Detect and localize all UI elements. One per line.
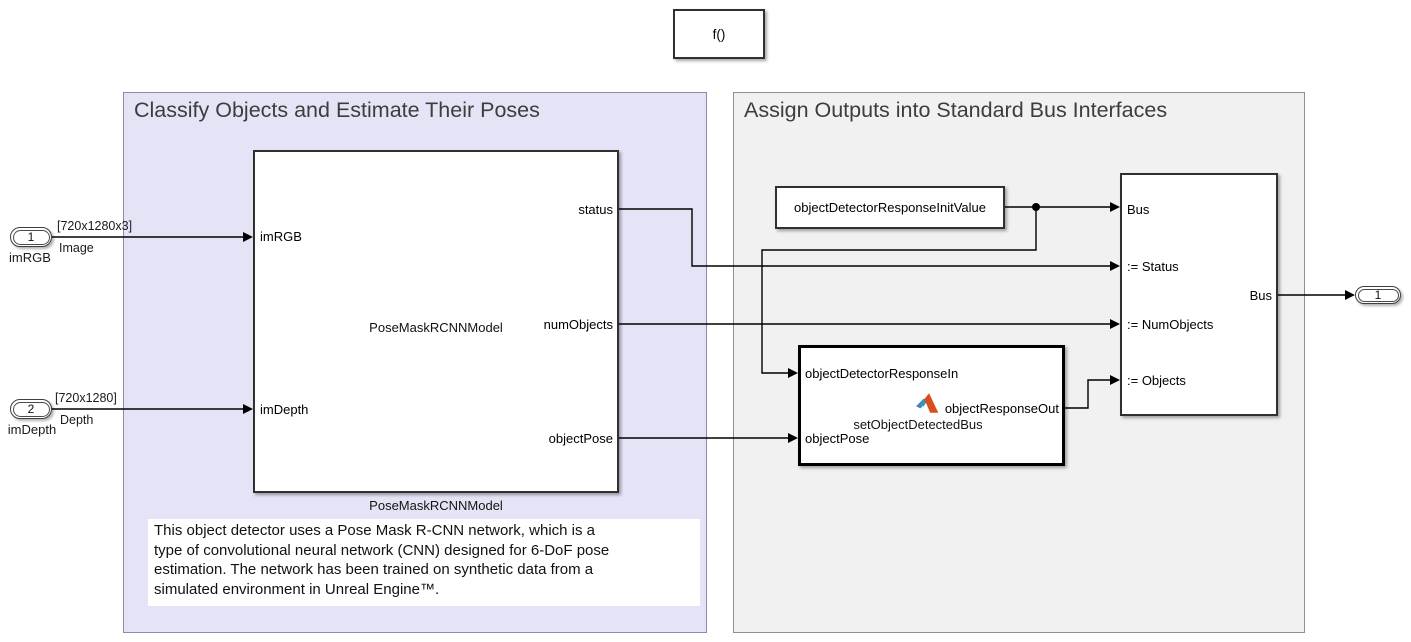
- outport-bus-number: 1: [1357, 288, 1399, 302]
- area-classify-title: Classify Objects and Estimate Their Pose…: [134, 98, 540, 122]
- bus-port-bus-out: Bus: [1249, 288, 1272, 303]
- pose-port-numObjects: numObjects: [543, 317, 613, 332]
- fcn-port-objectPose: objectPose: [805, 431, 870, 446]
- inport-imRGB-name: imRGB: [9, 250, 51, 265]
- signal-name-depth: Depth: [60, 413, 94, 427]
- branch-point[interactable]: [1032, 203, 1040, 211]
- pose-port-imDepth: imDepth: [260, 402, 309, 417]
- annotation-line: estimation. The network has been trained…: [154, 561, 594, 578]
- inport-imDepth-number: 2: [12, 401, 50, 417]
- bus-port-objects: := Objects: [1127, 373, 1186, 388]
- bus-port-status: := Status: [1127, 259, 1179, 274]
- function-caller-block[interactable]: f(): [673, 9, 765, 59]
- outport-bus[interactable]: 1: [1355, 286, 1401, 304]
- inport-imRGB[interactable]: 1: [10, 227, 52, 247]
- fcn-block-name: setObjectDetectedBus: [853, 417, 983, 432]
- inport-imRGB-number: 1: [12, 229, 50, 245]
- bus-port-bus-in: Bus: [1127, 202, 1150, 217]
- signal-dims-image: [720x1280x3]: [57, 219, 133, 233]
- signal-name-image: Image: [59, 241, 94, 255]
- area-assign-title: Assign Outputs into Standard Bus Interfa…: [744, 98, 1168, 122]
- function-caller-label: f(): [712, 26, 726, 42]
- bus-assignment-block[interactable]: [1120, 173, 1278, 416]
- pose-port-objectPose: objectPose: [548, 431, 613, 446]
- fcn-port-objectDetectorResponseIn: objectDetectorResponseIn: [805, 366, 959, 381]
- annotation-pose-mask-note[interactable]: This object detector uses a Pose Mask R-…: [148, 519, 700, 606]
- fcn-port-objectResponseOut: objectResponseOut: [944, 401, 1059, 416]
- pose-port-status: status: [578, 202, 613, 217]
- inport-imDepth-name: imDepth: [7, 422, 57, 437]
- annotation-line: This object detector uses a Pose Mask R-…: [154, 522, 595, 539]
- pose-block-name: PoseMaskRCNNModel: [369, 498, 503, 513]
- matlab-logo-icon: [916, 393, 939, 413]
- pose-port-imRGB: imRGB: [260, 229, 302, 244]
- signal-dims-depth: [720x1280]: [55, 391, 117, 405]
- pose-block-center-label: PoseMaskRCNNModel: [369, 320, 503, 335]
- init-value-block[interactable]: objectDetectorResponseInitValue: [775, 186, 1005, 229]
- init-value-label: objectDetectorResponseInitValue: [794, 200, 986, 215]
- pose-mask-rcnn-block[interactable]: PoseMaskRCNNModel: [253, 150, 619, 493]
- arrowheads: [243, 202, 1355, 443]
- inport-imDepth[interactable]: 2: [10, 399, 52, 419]
- annotation-line: type of convolutional neural network (CN…: [154, 541, 610, 559]
- annotation-line: simulated environment in Unreal Engine™.: [154, 580, 440, 598]
- bus-port-numobjects: := NumObjects: [1127, 317, 1214, 332]
